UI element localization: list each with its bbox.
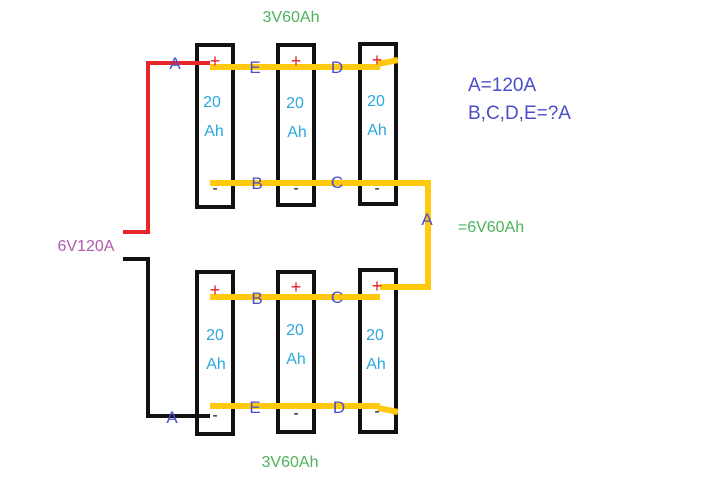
negative-lead-wire [123,257,210,418]
cell-capacity-unit: Ah [366,356,386,373]
cell-capacity-value: 20 [206,327,224,344]
node-a-label: A [166,408,178,427]
node-b-label: B [251,289,262,308]
question-text: B,C,D,E=?A [468,103,571,124]
cell-bottom-1 [195,270,235,436]
node-a-label: A [421,210,433,229]
cell-capacity-unit: Ah [286,351,306,368]
cell-capacity-unit: Ah [206,356,226,373]
plus-sign: + [372,276,383,296]
pack-label: 6V120A [58,238,115,255]
minus-sign: - [212,407,217,424]
minus-sign: - [374,403,379,420]
node-e-label: E [249,398,260,417]
top-positive-stub [377,57,399,67]
positive-lead-wire [123,61,210,234]
plus-sign: + [210,51,221,71]
plus-sign: + [372,50,383,70]
cell-capacity-value: 20 [367,93,385,110]
cell-capacity-value: 20 [366,327,384,344]
cell-capacity-value: 20 [286,95,304,112]
cell-capacity-unit: Ah [367,122,387,139]
series-link-wire [380,180,431,290]
top-group-label: 3V60Ah [263,9,320,26]
series-value-label: =6V60Ah [458,219,524,236]
cell-capacity-unit: Ah [204,123,224,140]
node-d-label: D [333,398,345,417]
minus-sign: - [293,405,298,422]
cell-top-1 [195,43,235,209]
cell-capacity-value: 20 [203,94,221,111]
given-current-text: A=120A [468,75,536,96]
cell-bottom-3 [358,268,398,434]
node-c-label: C [331,173,343,192]
plus-sign: + [291,51,302,71]
minus-sign: - [212,180,217,197]
cell-top-3 [358,42,398,206]
plus-sign: + [210,280,221,300]
node-c-label: C [331,288,343,307]
cell-capacity-value: 20 [286,322,304,339]
node-e-label: E [249,58,260,77]
node-d-label: D [331,58,343,77]
bottom-negative-stub [377,405,399,415]
node-b-label: B [251,174,262,193]
minus-sign: - [374,180,379,197]
cell-top-2 [276,43,316,207]
cell-bottom-2 [276,270,316,434]
bottom-group-label: 3V60Ah [262,454,319,471]
cell-capacity-unit: Ah [287,124,307,141]
node-a-label: A [169,54,181,73]
minus-sign: - [293,180,298,197]
plus-sign: + [291,277,302,297]
